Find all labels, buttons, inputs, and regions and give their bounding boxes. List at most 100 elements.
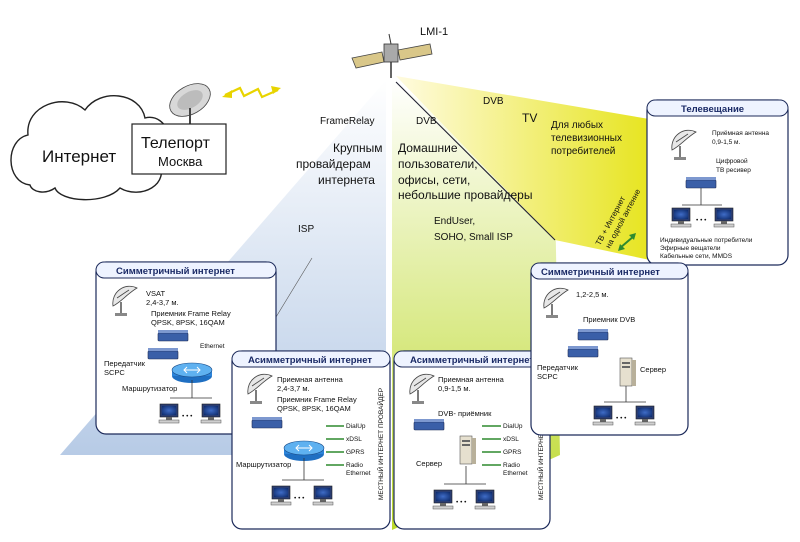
broadcast-bullet-1: Индивидуальные потребители bbox=[660, 236, 753, 244]
sym-right-receiver: Приемник DVB bbox=[583, 315, 635, 324]
asym-mid-link-5: Ethernet bbox=[346, 470, 371, 477]
dvb-receiver-icon bbox=[413, 418, 445, 431]
sym-left-vsat: VSAT bbox=[146, 289, 165, 298]
computer-icon bbox=[270, 485, 292, 506]
asym-right-size: 0,9-1,5 м. bbox=[438, 384, 471, 393]
satellite-label: LMI-1 bbox=[420, 26, 448, 38]
sym-left-receiver: Приемник Frame Relay bbox=[151, 309, 231, 318]
isp-line3: интернета bbox=[318, 173, 375, 187]
tv-line1: Для любых bbox=[551, 119, 603, 131]
isp-protocol-label: FrameRelay bbox=[320, 116, 374, 127]
sym-right-title: Симметричный интернет bbox=[541, 267, 660, 278]
server-icon bbox=[619, 357, 637, 387]
asym-mid-size: 2,4-3,7 м. bbox=[277, 384, 310, 393]
teleport-title: Телепорт bbox=[141, 135, 211, 152]
broadcast-title: Телевещание bbox=[681, 104, 744, 115]
tv-beam bbox=[396, 76, 655, 260]
asym-right-link-2: xDSL bbox=[503, 436, 519, 443]
svg-text:• • •: • • • bbox=[182, 413, 193, 420]
broadcast-receiver2: ТВ ресивер bbox=[716, 167, 751, 174]
uplink-zigzag bbox=[222, 86, 281, 99]
double-arrow-icon bbox=[618, 233, 636, 251]
asym-mid-link-4: Radio bbox=[346, 462, 363, 469]
computer-icon bbox=[670, 207, 692, 228]
asym-mid-antenna: Приемная антенна bbox=[277, 375, 344, 384]
home-sub2: SOHO, Small ISP bbox=[434, 232, 513, 243]
broadcast-antenna: Приёмная антенна bbox=[712, 130, 769, 137]
asym-right-link-5: Ethernet bbox=[503, 470, 528, 477]
computer-icon bbox=[312, 485, 334, 506]
computer-icon bbox=[432, 489, 454, 510]
asym-right-link-3: GPRS bbox=[503, 449, 522, 456]
computer-icon bbox=[634, 405, 656, 426]
computer-icon bbox=[592, 405, 614, 426]
home-line3: офисы, сети, bbox=[398, 173, 470, 187]
broadcast-receiver1: Цифровой bbox=[716, 157, 748, 165]
svg-text:• • •: • • • bbox=[616, 415, 627, 422]
home-sub1: EndUser, bbox=[434, 216, 475, 227]
sym-left-size: 2,4-3,7 м. bbox=[146, 298, 179, 307]
server-icon bbox=[459, 435, 477, 465]
sym-left-title: Симметричный интернет bbox=[116, 266, 235, 277]
home-line2: пользователи, bbox=[398, 157, 478, 171]
teleport-city: Москва bbox=[158, 154, 203, 169]
sym-left-ethernet: Ethernet bbox=[200, 343, 225, 350]
computer-icon bbox=[200, 403, 222, 424]
teleport-box bbox=[131, 123, 227, 175]
asym-right-title: Асимметричный интернет bbox=[410, 355, 534, 366]
asym-mid-receiver: Приемник Frame Relay bbox=[277, 395, 357, 404]
sym-right-size: 1,2-2,5 м. bbox=[576, 290, 609, 299]
asym-right-link-4: Radio bbox=[503, 462, 520, 469]
transmitter-icon bbox=[567, 345, 599, 358]
home-protocol-label: DVB bbox=[416, 116, 437, 127]
sym-left-tx1: Передатчик bbox=[104, 359, 146, 368]
broadcast-antenna-size: 0,9-1,5 м. bbox=[712, 139, 741, 146]
asym-mid-link-1: DialUp bbox=[346, 423, 366, 430]
satellite-icon bbox=[351, 33, 433, 78]
tv-protocol-label: DVB bbox=[483, 96, 504, 107]
broadcast-panel: Телевещание Приёмная антенна 0,9-1,5 м. … bbox=[646, 99, 789, 266]
computer-icon bbox=[713, 207, 735, 228]
asym-mid-panel: Асимметричный интернет Приемная антенна … bbox=[231, 350, 391, 530]
sym-left-modulation: QPSK, 8PSK, 16QAM bbox=[151, 318, 225, 327]
computer-icon bbox=[474, 489, 496, 510]
tv-receiver-icon bbox=[685, 176, 717, 189]
home-line1: Домашние bbox=[398, 141, 458, 155]
sym-right-tx2: SCPC bbox=[537, 372, 558, 381]
sym-left-tx2: SCPC bbox=[104, 368, 125, 377]
tv-tag: TV bbox=[522, 111, 537, 125]
asym-mid-title: Асимметричный интернет bbox=[248, 355, 372, 366]
asym-right-server: Сервер bbox=[416, 459, 442, 468]
teleport-dish-icon bbox=[169, 83, 211, 124]
asym-mid-vertical: МЕСТНЫЙ ИНТЕРНЕТ ПРОВАЙДЕР bbox=[376, 388, 385, 500]
asym-mid-modulation: QPSK, 8PSK, 16QAM bbox=[277, 404, 351, 413]
isp-tag: ISP bbox=[298, 224, 314, 235]
sym-left-panel: Симметричный интернет VSAT 2,4-3,7 м. Пр… bbox=[95, 261, 277, 435]
broadcast-bullet-3: Кабельные сети, MMDS bbox=[660, 252, 733, 260]
asym-mid-link-3: GPRS bbox=[346, 449, 365, 456]
transmitter-icon bbox=[147, 347, 179, 360]
receiver-icon bbox=[577, 328, 609, 341]
sym-right-panel: Симметричный интернет 1,2-2,5 м. Приемни… bbox=[530, 262, 689, 436]
svg-text:• • •: • • • bbox=[294, 495, 305, 502]
isp-line2: провайдерам bbox=[296, 157, 371, 171]
receiver-icon bbox=[157, 329, 189, 342]
broadcast-bullet-2: Эфирные вещатели bbox=[660, 245, 721, 252]
computer-icon bbox=[158, 403, 180, 424]
asym-right-receiver: DVB- приёмник bbox=[438, 409, 492, 418]
sym-right-server: Сервер bbox=[640, 365, 666, 374]
receiver-icon bbox=[251, 416, 283, 429]
asym-right-vertical: МЕСТНЫЙ ИНТЕРНЕТ ПРОВАЙДЕР bbox=[536, 388, 545, 500]
svg-text:• • •: • • • bbox=[696, 217, 707, 224]
tv-line2: телевизионных bbox=[551, 133, 622, 144]
sym-right-tx1: Передатчик bbox=[537, 363, 579, 372]
asym-mid-link-2: xDSL bbox=[346, 436, 362, 443]
isp-line1: Крупным bbox=[333, 141, 383, 155]
tv-line3: потребителей bbox=[551, 145, 615, 157]
home-line4: небольшие провайдеры bbox=[398, 188, 532, 202]
asym-mid-router: Маршрутизатор bbox=[236, 460, 291, 469]
sym-left-router: Маршрутизатор bbox=[122, 384, 177, 393]
svg-text:• • •: • • • bbox=[456, 499, 467, 506]
internet-label: Интернет bbox=[42, 147, 116, 166]
